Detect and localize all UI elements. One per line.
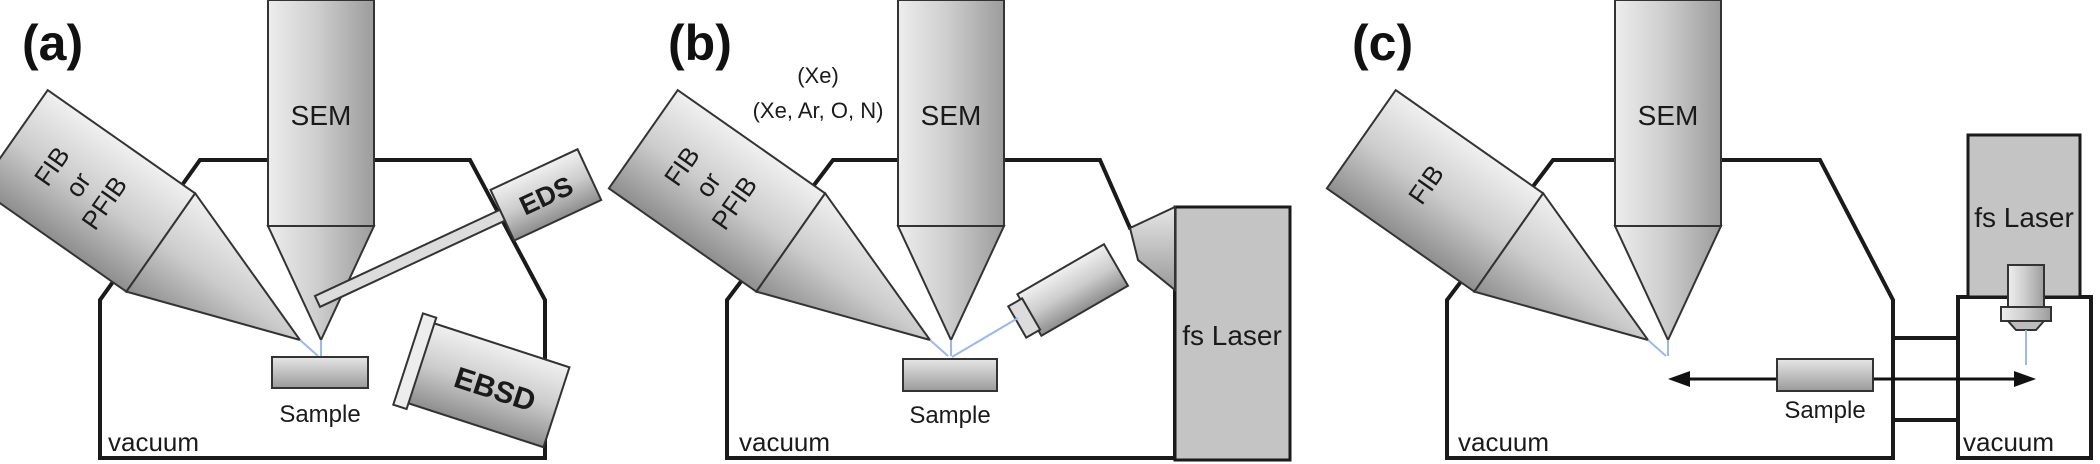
- fs-laser-box-b: [1173, 205, 1292, 462]
- fib-column-a: FIB or PFIB: [0, 88, 303, 342]
- chamber-outline-a: [98, 158, 547, 460]
- panel-b-letter: (b): [668, 15, 732, 71]
- panel-b: (b) vacuum fs Laser (Xe) (Xe, Ar, O, N) …: [607, 0, 1292, 462]
- sample-label-b: Sample: [909, 402, 990, 429]
- panel-c: (c) vacuum vacuum fs Laser SEM: [1325, 0, 2093, 460]
- panel-a-letter: (a): [22, 15, 83, 71]
- sem-column-a: SEM: [266, 0, 376, 343]
- ion-beam-a: [299, 339, 319, 357]
- fs-laser-label-b: fs Laser: [1182, 320, 1282, 351]
- eds-detector-a: EDS: [313, 147, 603, 309]
- vacuum-label-a: vacuum: [108, 427, 199, 457]
- ion-beam-b: [929, 339, 949, 357]
- sample-label-c: Sample: [1784, 397, 1865, 424]
- panel-c-letter: (c): [1352, 15, 1413, 71]
- transfer-tube-c: [1893, 336, 1958, 422]
- gas-label-b-1: (Xe): [797, 63, 839, 88]
- fs-laser-label-c: fs Laser: [1974, 202, 2074, 233]
- vacuum-label-c: vacuum: [1458, 427, 1549, 457]
- vacuum-label-c-side: vacuum: [1963, 427, 2054, 457]
- sample-b: [902, 358, 998, 392]
- sample-a: [271, 356, 369, 389]
- sem-label-a: SEM: [291, 100, 352, 131]
- ebsd-detector-a: EBSD: [392, 312, 571, 449]
- fib-column-b: FIB or PFIB: [607, 88, 933, 342]
- sem-label-b: SEM: [921, 100, 982, 131]
- sample-c: [1776, 358, 1874, 392]
- sem-column-b: SEM: [896, 0, 1006, 343]
- laser-optics-b: [1006, 205, 1176, 339]
- vacuum-label-b: vacuum: [739, 427, 830, 457]
- sem-column-c: SEM: [1613, 0, 1723, 343]
- sem-label-c: SEM: [1638, 100, 1699, 131]
- fib-column-c: FIB: [1325, 88, 1651, 342]
- gas-label-b-2: (Xe, Ar, O, N): [753, 98, 884, 123]
- chamber-outline-c: [1445, 158, 1895, 460]
- sample-label-a: Sample: [279, 401, 360, 428]
- panel-a: (a) vacuum SEM FIB or PFIB Sample: [0, 0, 603, 460]
- laser-objective-c: [2000, 264, 2052, 331]
- laser-beam-b: [951, 317, 1019, 358]
- ion-beam-c: [1647, 339, 1667, 357]
